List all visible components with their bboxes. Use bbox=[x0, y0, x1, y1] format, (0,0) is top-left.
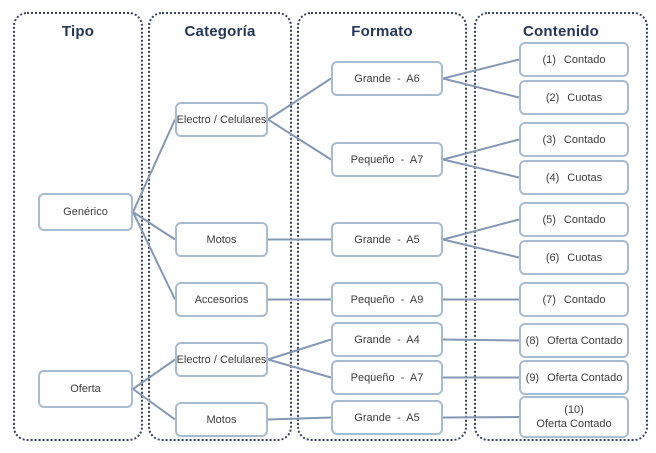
formato-box-label: Pequeño - A7 bbox=[350, 153, 424, 166]
contenido-box-9: (9) Oferta Contado bbox=[519, 360, 629, 395]
contenido-box-5: (5) Contado bbox=[519, 202, 629, 237]
contenido-label: Cuotas bbox=[567, 91, 603, 104]
categoria-box-label: Motos bbox=[206, 413, 237, 426]
categoria-box-motos-1: Motos bbox=[175, 222, 268, 257]
contenido-box-8: (8) Oferta Contado bbox=[519, 323, 629, 358]
contenido-label: Contado bbox=[563, 213, 606, 226]
contenido-number: (10) bbox=[564, 404, 584, 416]
contenido-box-6: (6) Cuotas bbox=[519, 240, 629, 275]
contenido-number: (3) bbox=[542, 133, 556, 146]
formato-box-grande-a6: Grande - A6 bbox=[331, 61, 443, 96]
formato-box-label: Pequeño - A7 bbox=[350, 371, 424, 384]
categoria-box-label: Electro / Celulares bbox=[176, 353, 267, 366]
tipo-box-generico: Genérico bbox=[38, 193, 133, 231]
contenido-number: (7) bbox=[542, 293, 556, 306]
panel-header-contenido: Contenido bbox=[523, 23, 599, 40]
formato-box-label: Grande - A4 bbox=[354, 333, 420, 346]
contenido-box-2: (2) Cuotas bbox=[519, 80, 629, 115]
panel-header-categoria: Categoría bbox=[184, 23, 256, 40]
categoria-box-accesorios: Accesorios bbox=[175, 282, 268, 317]
categoria-box-label: Accesorios bbox=[194, 293, 249, 306]
tipo-box-oferta: Oferta bbox=[38, 370, 133, 408]
contenido-number: (6) bbox=[545, 251, 560, 264]
contenido-label: Oferta Contado bbox=[547, 334, 623, 347]
contenido-label: Contado bbox=[563, 293, 606, 306]
categoria-box-label: Motos bbox=[206, 233, 237, 246]
contenido-box-3: (3) Contado bbox=[519, 122, 629, 157]
tipo-box-label: Genérico bbox=[63, 206, 108, 218]
contenido-number: (9) bbox=[525, 371, 540, 384]
contenido-number: (1) bbox=[542, 53, 556, 66]
contenido-box-1: (1) Contado bbox=[519, 42, 629, 77]
contenido-number: (8) bbox=[525, 334, 540, 347]
formato-box-grande-a4: Grande - A4 bbox=[331, 322, 443, 357]
categoria-box-electro-celulares-2: Electro / Celulares bbox=[175, 342, 268, 377]
formato-box-grande-a5-2: Grande - A5 bbox=[331, 400, 443, 435]
contenido-number: (2) bbox=[545, 91, 560, 104]
formato-box-pequeno-a7-2: Pequeño - A7 bbox=[331, 360, 443, 395]
contenido-label: Cuotas bbox=[567, 251, 603, 264]
contenido-box-4: (4) Cuotas bbox=[519, 160, 629, 195]
formato-box-pequeno-a9: Pequeño - A9 bbox=[331, 282, 443, 317]
tipo-box-label: Oferta bbox=[70, 383, 101, 395]
categoria-box-electro-celulares-1: Electro / Celulares bbox=[175, 102, 268, 137]
categoria-box-motos-2: Motos bbox=[175, 402, 268, 437]
formato-box-pequeno-a7-1: Pequeño - A7 bbox=[331, 142, 443, 177]
formato-box-label: Grande - A5 bbox=[354, 233, 420, 246]
formato-box-grande-a5-1: Grande - A5 bbox=[331, 222, 443, 257]
contenido-label: Cuotas bbox=[567, 171, 603, 184]
contenido-label: Oferta Contado bbox=[536, 418, 612, 430]
formato-box-label: Pequeño - A9 bbox=[350, 293, 424, 306]
panel-header-tipo: Tipo bbox=[61, 23, 95, 40]
contenido-number: (4) bbox=[545, 171, 560, 184]
contenido-box-10: (10) Oferta Contado bbox=[519, 396, 629, 438]
formato-box-label: Grande - A5 bbox=[354, 411, 420, 424]
contenido-label: Oferta Contado bbox=[547, 371, 623, 384]
formato-box-label: Grande - A6 bbox=[354, 72, 420, 85]
panel-header-formato: Formato bbox=[351, 23, 413, 40]
contenido-label: Contado bbox=[563, 53, 606, 66]
contenido-label: Contado bbox=[563, 133, 606, 146]
contenido-number: (5) bbox=[542, 213, 556, 226]
categoria-box-label: Electro / Celulares bbox=[176, 113, 267, 126]
contenido-box-7: (7) Contado bbox=[519, 282, 629, 317]
